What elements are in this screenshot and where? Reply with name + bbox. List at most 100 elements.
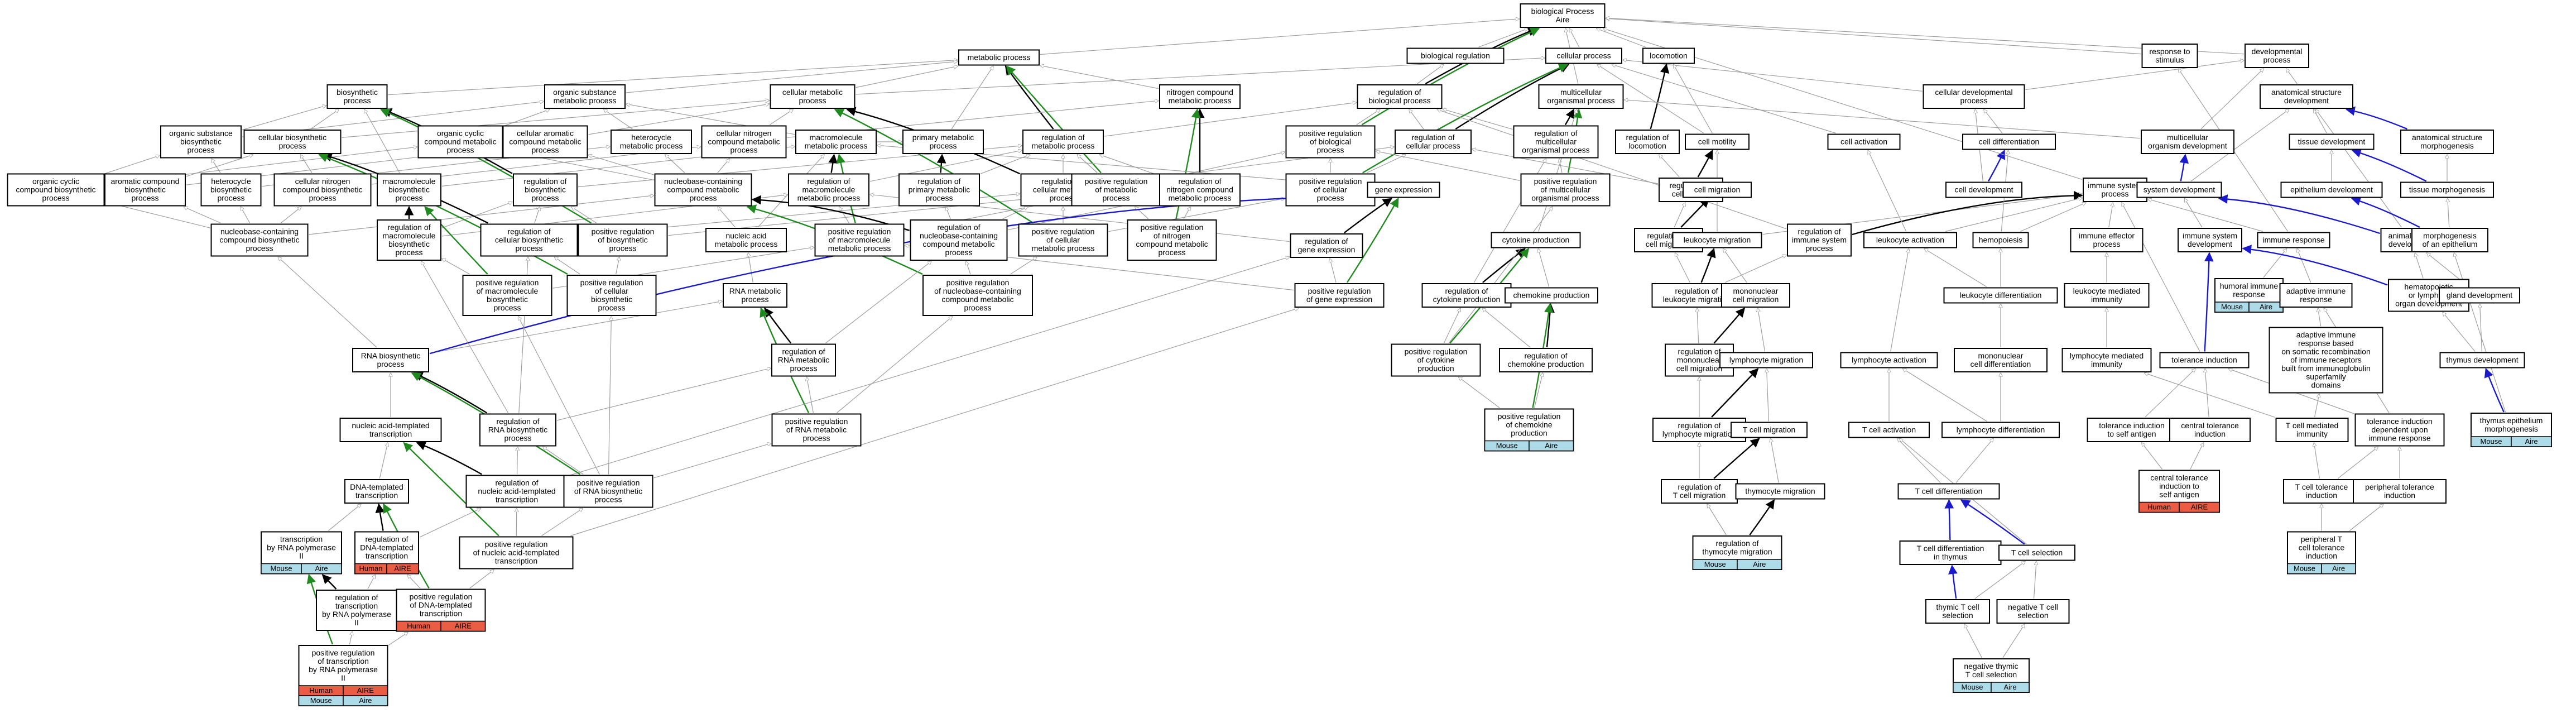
edge-part-of-anatmorph-to-anatdev (2345, 106, 2407, 130)
term-label-line: process (1102, 194, 1130, 203)
term-label-line: regulation of (782, 347, 825, 356)
term-box (459, 536, 574, 570)
term-box (2083, 178, 2147, 202)
edge-is-a-regdnatx-to-regnucacidtx (419, 509, 480, 538)
go-term-tissuemorph: tissue morphogenesis (2400, 181, 2494, 198)
edge-regulates-regmetab-to-metab (1005, 65, 1054, 130)
term-label-line: immunity (2296, 429, 2328, 438)
term-box (2141, 44, 2198, 68)
term-label-line: cell migration (1676, 364, 1722, 373)
edge-is-a-tcelldiff-to-tcellact (1897, 439, 1941, 483)
edge-is-a-posregdnatx-to-regdnatx (407, 575, 421, 588)
edge-part-of-tcelldiffthymus-to-tcelldiff (1944, 499, 1954, 540)
term-box (958, 49, 1040, 66)
term-label-line: development (2284, 96, 2329, 105)
mouse-annotation-label: Mouse (2480, 437, 2502, 446)
term-label-line: metabolic process (554, 96, 617, 105)
term-label-line: process (493, 303, 521, 312)
term-label-line: thymic T cell (1936, 602, 1979, 611)
term-box (1127, 219, 1217, 261)
go-term-celldevt: cell development (1945, 181, 2022, 198)
edge-is-a-posregdnatx-to-posregnucacidtx (469, 570, 494, 588)
term-box (2269, 327, 2383, 394)
edge-is-a-nucbio-to-arombio (184, 207, 221, 224)
term-label-line: nitrogen compound (1166, 88, 1233, 97)
term-label-line: process (395, 194, 422, 203)
human-annotation-label: Human (2147, 503, 2171, 511)
term-label: T cell migration (1743, 425, 1796, 434)
term-label-line: thymocyte migration (1745, 487, 1815, 496)
edge-is-a-posregrnabio-to-posregcellbio (608, 317, 612, 475)
term-label-line: process (42, 194, 69, 203)
mouse-annotation-label: Mouse (1496, 442, 1518, 450)
edge-positively-regulates-posregnucacidtx-to-nucacidtx (403, 442, 499, 537)
term-box (104, 173, 186, 207)
term-box (2279, 283, 2353, 308)
term-label-line: positive regulation (785, 417, 848, 426)
edge-is-a-tcellimm-to-adaptsomatic (2314, 394, 2319, 418)
term-label-line: metabolic process (715, 240, 778, 248)
term-label-line: process (504, 434, 531, 443)
edge-positively-regulates-posregbio-to-bp (1361, 27, 1540, 126)
edge-is-a-lymphodiff-to-lymphoact (1903, 369, 1987, 422)
term-box (2260, 84, 2353, 109)
edge-regulates-regprim-to-primmetab (936, 154, 946, 173)
term-box (7, 173, 105, 207)
edge-regulates-regcellmot-to-cellmot (1697, 149, 1713, 178)
edge-is-a-posregnucacidtx-to-posregrnabio (541, 509, 583, 536)
edge-is-a-posregrnabio-to-posregmacrobio (518, 317, 600, 475)
term-label-line: regulation of (1626, 133, 1669, 142)
edge-is-a-cellmot-to-cellproc (1597, 65, 1704, 134)
term-box (2353, 479, 2447, 504)
mouse-annotation-label: Aire (2332, 564, 2345, 573)
term-label-line: nucleic acid (725, 231, 766, 240)
term-label-line: leukocyte migration (1684, 236, 1751, 245)
term-label-line: biosynthetic (180, 137, 222, 146)
term-label-line: process (131, 194, 158, 203)
term-label-line: process (689, 194, 717, 203)
term-label-line: nucleobase-containing (220, 227, 299, 236)
term-box (2280, 181, 2383, 198)
edge-is-a-arombio-to-cellbio (186, 155, 253, 177)
term-label-line: Aire (1556, 15, 1570, 24)
term-label-line: response (2300, 295, 2332, 304)
term-label-line: tolerance induction (2171, 356, 2237, 365)
edge-regulates-regnucacidtx-to-nucacidtx (416, 441, 482, 475)
term-label-line: leukocyte mediated (2073, 286, 2141, 295)
term-box (462, 275, 552, 316)
term-label-line: negative thymic (1964, 662, 2018, 671)
term-label: gland development (2447, 291, 2512, 300)
term-label-line: domains (2311, 381, 2341, 390)
term-label-line: production (1511, 429, 1547, 438)
edge-is-a-posregmacro-to-regmacro (839, 207, 849, 223)
term-label-line: immune response (2262, 236, 2324, 245)
edge-is-a-posregmulti-to-posregbio (1376, 151, 1520, 181)
edge-is-a-humoral-to-immresp (2263, 249, 2287, 278)
term-label-line: cellular developmental (1935, 88, 2012, 97)
